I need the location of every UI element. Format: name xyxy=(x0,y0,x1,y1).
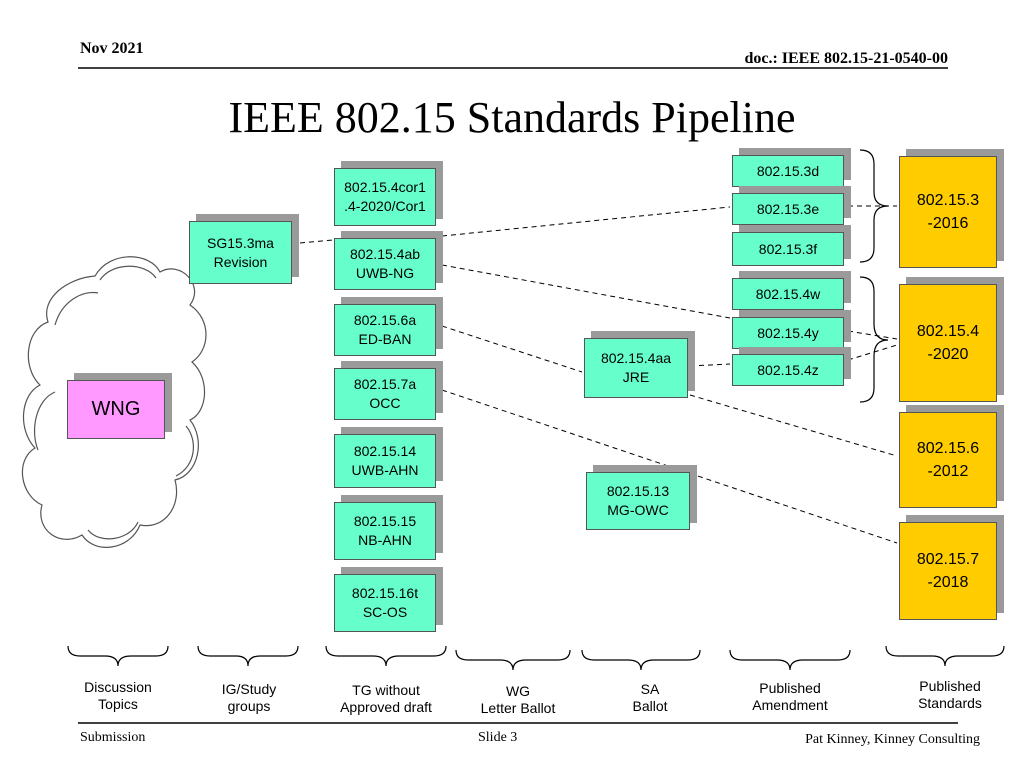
tg-802-15-7a-box: 802.15.7a OCC xyxy=(334,368,436,420)
stage-published-standards: Published Standards xyxy=(918,678,982,711)
stage-published-amendment: Published Amendment xyxy=(752,680,828,713)
tg-802-15-16t-box: 802.15.16t SC-OS xyxy=(334,574,436,632)
amendment-802-15-4w: 802.15.4w xyxy=(732,278,844,310)
page-title: IEEE 802.15 Standards Pipeline xyxy=(228,93,796,142)
footer-slide-number: Slide 3 xyxy=(478,730,518,745)
stage-ig-study-groups: IG/Study groups xyxy=(221,681,277,714)
stage-braces xyxy=(67,645,1005,671)
tg-802-15-6a-box: 802.15.6a ED-BAN xyxy=(334,304,436,356)
wg-802-15-4aa-box: 802.15.4aa JRE xyxy=(584,338,688,398)
amendment-802-15-4z: 802.15.4z xyxy=(732,354,844,386)
amendment-802-15-3e: 802.15.3e xyxy=(732,193,844,225)
stage-sa-ballot: SA Ballot xyxy=(632,681,668,714)
wg-802-15-13-box: 802.15.13 MG-OWC xyxy=(586,472,690,530)
tg-802-15-4ab-box: 802.15.4ab UWB-NG xyxy=(334,238,436,290)
amendment-braces xyxy=(859,149,889,403)
connector-lines xyxy=(299,205,898,544)
amendment-802-15-3d: 802.15.3d xyxy=(732,155,844,187)
tg-802-15-14-box: 802.15.14 UWB-AHN xyxy=(334,434,436,488)
stage-tg-without-draft: TG without Approved draft xyxy=(340,682,432,715)
standard-802-15-6-2012: 802.15.6 -2012 xyxy=(899,412,997,508)
stage-discussion-topics: Discussion Topics xyxy=(84,679,152,712)
amendment-802-15-4y: 802.15.4y xyxy=(732,317,844,349)
stage-wg-letter-ballot: WG Letter Ballot xyxy=(480,683,556,716)
wng-box: WNG xyxy=(67,380,165,439)
footer-submission: Submission xyxy=(80,730,146,745)
standard-802-15-4-2020: 802.15.4 -2020 xyxy=(899,284,997,402)
sg15-3ma-box: SG15.3ma Revision xyxy=(189,221,292,284)
standard-802-15-7-2018: 802.15.7 -2018 xyxy=(899,522,997,620)
header-doc-id: doc.: IEEE 802.15-21-0540-00 xyxy=(744,50,948,67)
footer-author: Pat Kinney, Kinney Consulting xyxy=(805,732,980,747)
tg-802-15-4cor1-box: 802.15.4cor1 .4-2020/Cor1 xyxy=(334,168,436,226)
tg-802-15-15-box: 802.15.15 NB-AHN xyxy=(334,502,436,560)
amendment-802-15-3f: 802.15.3f xyxy=(732,232,844,266)
header-date: Nov 2021 xyxy=(80,40,144,57)
standard-802-15-3-2016: 802.15.3 -2016 xyxy=(899,156,997,268)
